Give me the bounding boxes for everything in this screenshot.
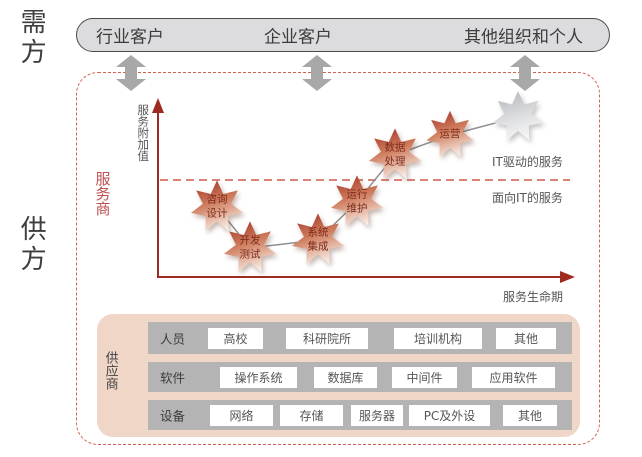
supplier-item: 应用软件 (472, 366, 555, 388)
supplier-item: 中间件 (392, 366, 457, 388)
stage-star-label: 数据 处理 (384, 141, 406, 167)
supplier-item: 科研院所 (286, 327, 368, 349)
supplier-item: 其他 (503, 404, 557, 426)
supplier-item: 数据库 (314, 366, 377, 388)
customer-label-enterprise: 企业客户 (264, 27, 332, 48)
double-arrow-icon (510, 55, 540, 91)
supplier-item: 其他 (496, 327, 556, 349)
lifecycle-axis-label: 服务生命期 (503, 290, 564, 304)
stage-star-label: 系统 集成 (307, 226, 329, 252)
stage-star-label: 咨询 设计 (206, 193, 228, 219)
service-provider-frame (76, 72, 600, 445)
supplier-item: 高校 (208, 327, 263, 349)
suppliers-box: 供应商 人员 高校 科研院所 培训机构 其他 软件 操作系统 数据库 中间件 应… (97, 314, 580, 437)
demand-side-label: 需方 (16, 8, 47, 68)
row-label: 设备 (160, 408, 186, 424)
it-oriented-services-label: 面向IT的服务 (492, 191, 563, 205)
supplier-item: 服务器 (351, 404, 403, 426)
stage-star-future (492, 91, 544, 141)
double-arrow-icon (302, 55, 332, 91)
supplier-row-equipment: 设备 网络 存储 服务器 PC及外设 其他 (148, 400, 572, 430)
supplier-row-software: 软件 操作系统 数据库 中间件 应用软件 (148, 362, 572, 392)
suppliers-label: 供应商 (102, 351, 118, 390)
it-driven-services-label: IT驱动的服务 (492, 155, 563, 169)
supplier-item: 网络 (210, 404, 273, 426)
value-axis-label: 服务附加值 (136, 104, 151, 162)
supplier-item: 操作系统 (220, 366, 297, 388)
stage-star-label: 运行 维护 (346, 188, 368, 214)
double-arrow-icon (116, 55, 146, 91)
supply-side-label: 供方 (16, 215, 47, 275)
row-label: 人员 (160, 331, 186, 347)
supplier-item: 培训机构 (394, 327, 482, 349)
stage-star-label: 开发 测试 (239, 234, 261, 260)
supplier-item: 存储 (280, 404, 343, 426)
customer-label-other-orgs: 其他组织和个人 (464, 27, 583, 48)
provider-label: 服务商 (93, 171, 112, 216)
customers-pill: 行业客户 企业客户 其他组织和个人 (76, 18, 610, 52)
supplier-item: PC及外设 (409, 404, 490, 426)
stage-star-label: 运营 (439, 128, 461, 141)
customer-label-industry: 行业客户 (96, 27, 164, 48)
supplier-row-personnel: 人员 高校 科研院所 培训机构 其他 (148, 322, 572, 354)
row-label: 软件 (160, 370, 186, 386)
